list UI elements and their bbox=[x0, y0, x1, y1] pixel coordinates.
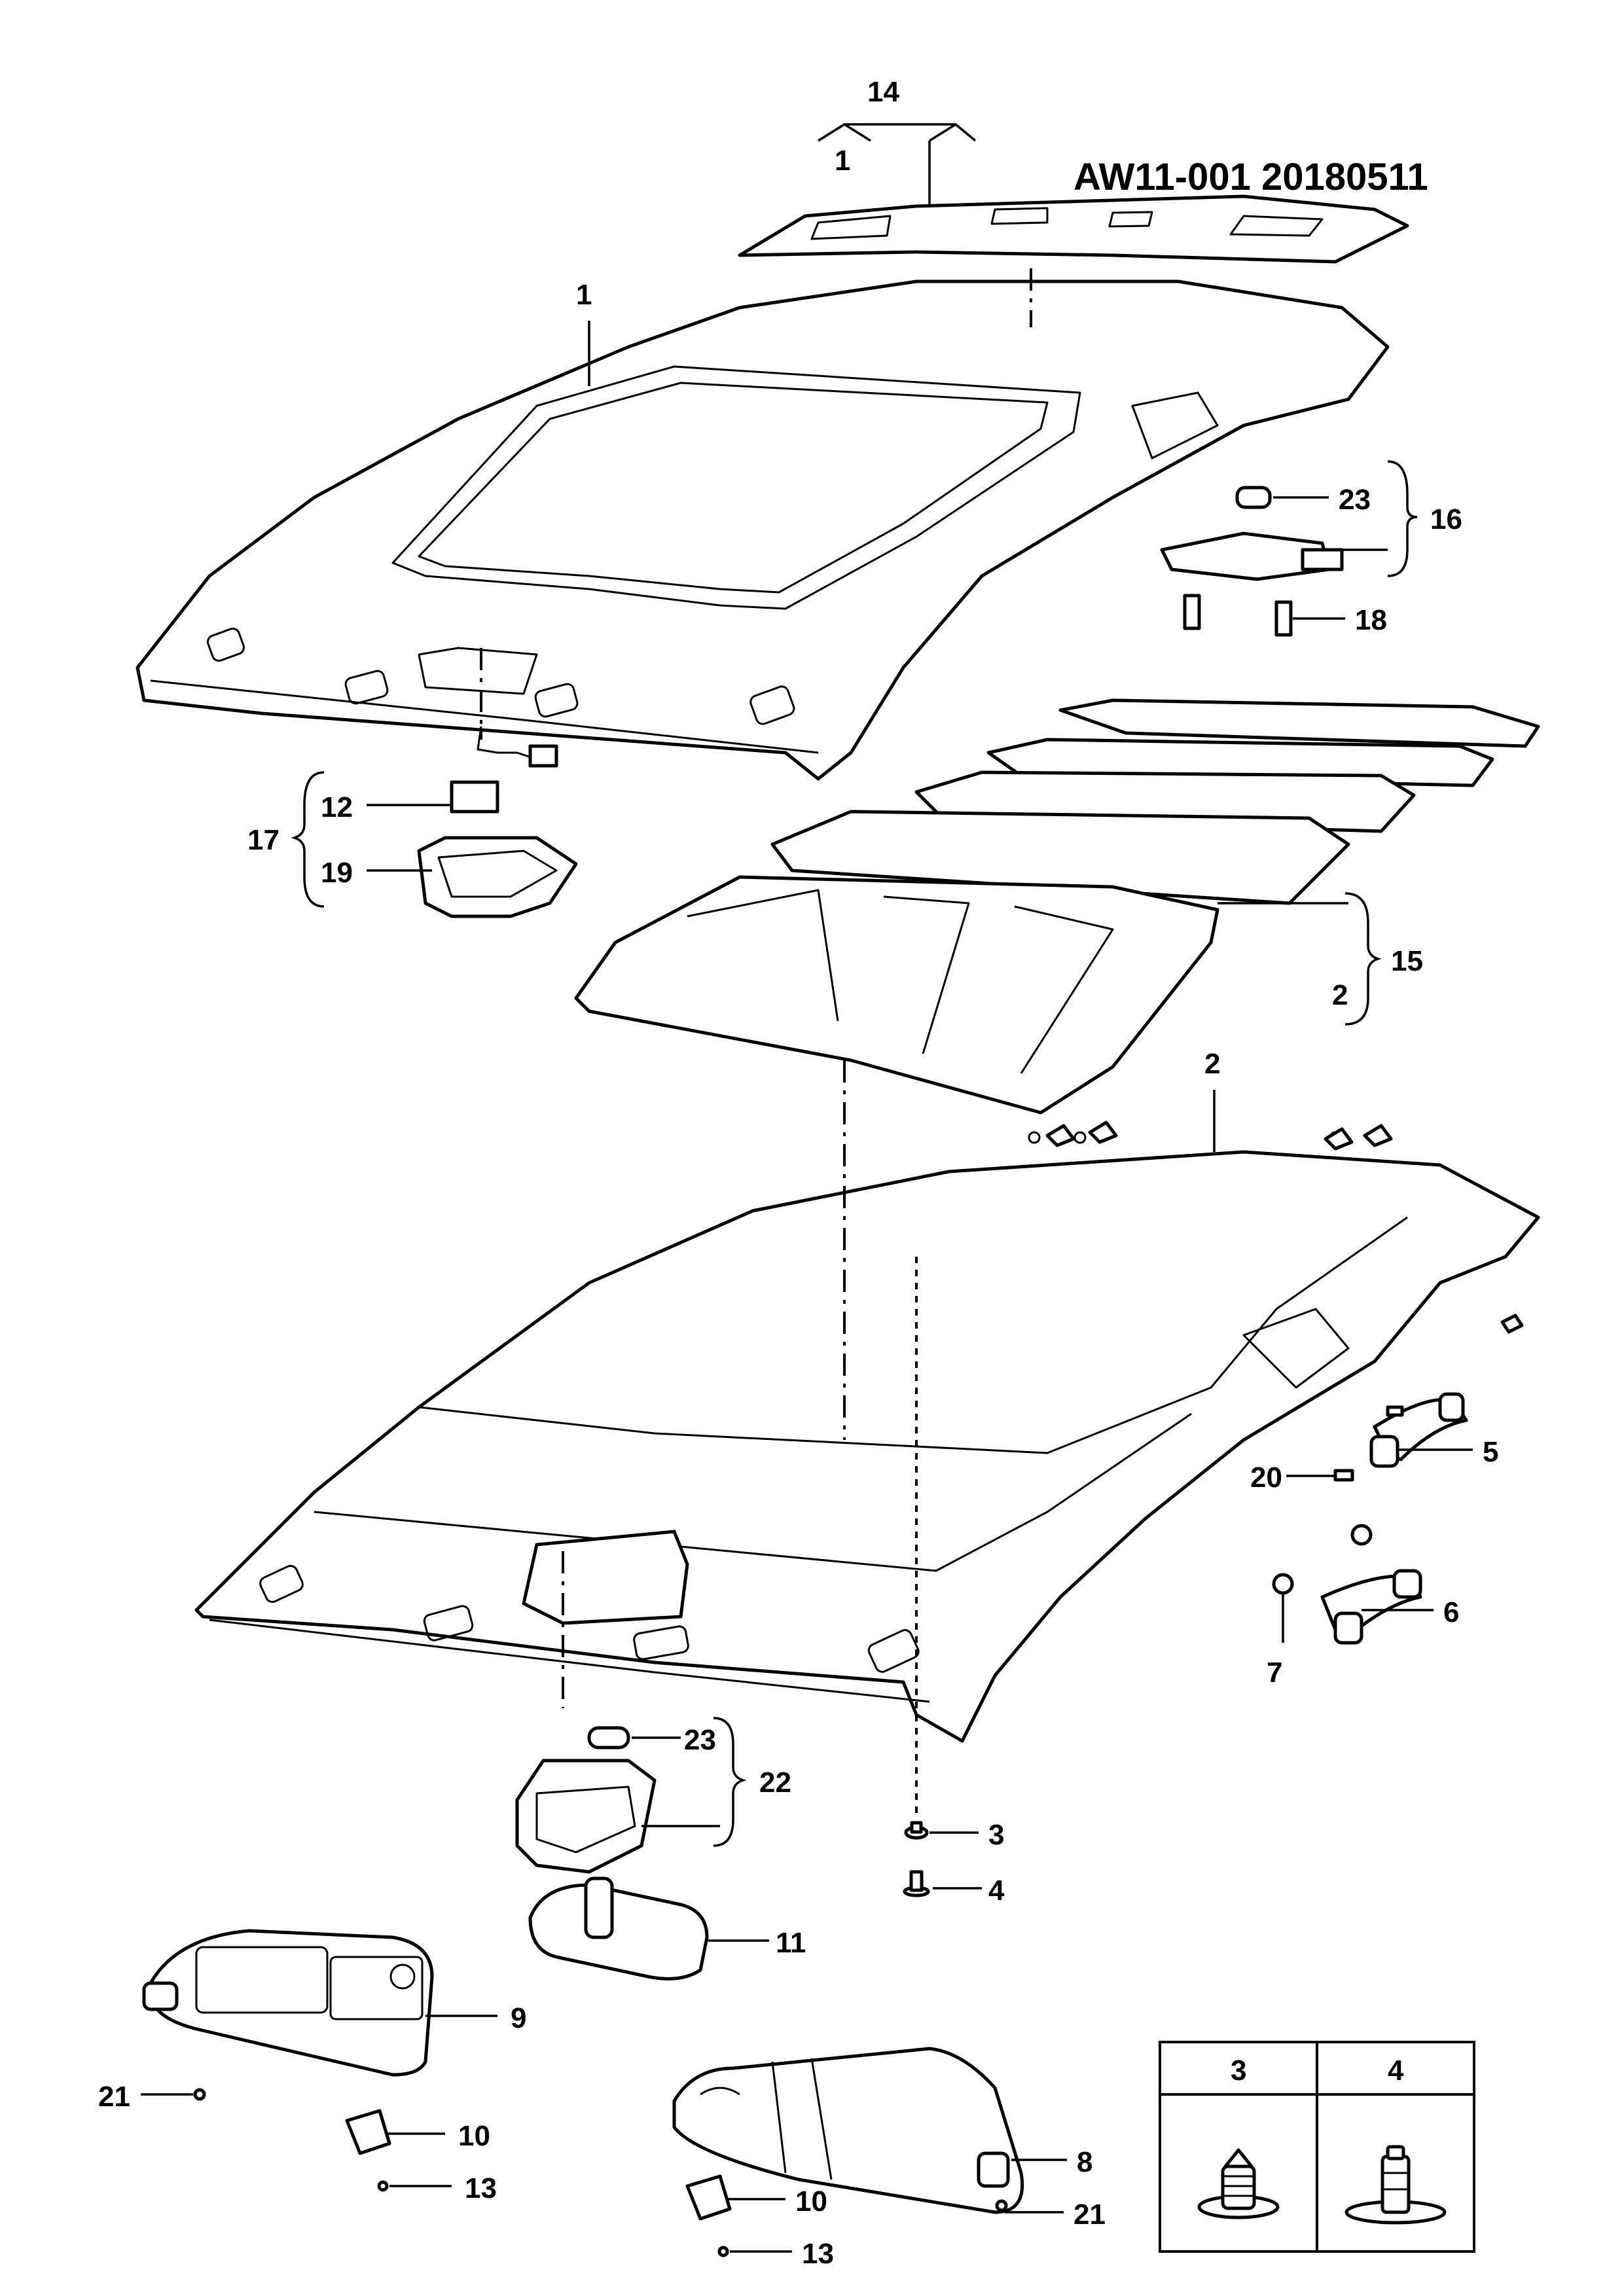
fastener-legend: 3 4 bbox=[1159, 2041, 1475, 2253]
grab-handle-6 bbox=[1320, 1524, 1422, 1645]
callout-13-right: 13 bbox=[802, 2238, 834, 2270]
bracket-16 bbox=[1387, 460, 1418, 577]
callout-22: 22 bbox=[759, 1767, 791, 1799]
headliner-2 bbox=[194, 1131, 1540, 1743]
callout-4: 4 bbox=[988, 1874, 1005, 1907]
visor-clip-10-right bbox=[685, 2174, 732, 2221]
front-dome-lamp-22 bbox=[515, 1726, 657, 1874]
cap-7 bbox=[1272, 1573, 1294, 1595]
callout-21-left: 21 bbox=[98, 2081, 130, 2113]
headliner-sunroof-1 bbox=[135, 279, 1390, 781]
visor-clip-10-left bbox=[345, 2109, 391, 2155]
callout-6: 6 bbox=[1443, 1596, 1459, 1628]
bracket-14 bbox=[818, 122, 977, 142]
grab-handle-5 bbox=[1369, 1392, 1468, 1468]
legend-header-4: 4 bbox=[1388, 2054, 1404, 2087]
callout-20: 20 bbox=[1250, 1462, 1282, 1494]
bracket-22 bbox=[713, 1717, 747, 1847]
callout-2-main: 2 bbox=[1204, 1048, 1220, 1080]
callout-23-bottom: 23 bbox=[684, 1724, 716, 1756]
callout-13-left: 13 bbox=[465, 2172, 497, 2204]
clip-fasteners-part-2 bbox=[1045, 1121, 1524, 1334]
bracket-17 bbox=[291, 771, 325, 908]
clip-3 bbox=[904, 1821, 929, 1840]
callout-16: 16 bbox=[1430, 503, 1462, 535]
sunroof-trim-15 bbox=[574, 698, 1540, 1115]
callout-1-top: 1 bbox=[835, 145, 850, 177]
callout-2-bracket: 2 bbox=[1332, 979, 1348, 1011]
callout-1-main: 1 bbox=[576, 279, 592, 311]
callout-10-left: 10 bbox=[458, 2120, 490, 2152]
legend-clip-3-icon bbox=[1197, 2148, 1280, 2219]
rear-dome-lamp-16 bbox=[1160, 486, 1344, 637]
callout-5: 5 bbox=[1483, 1436, 1498, 1468]
clip-4 bbox=[903, 1870, 930, 1897]
callout-19: 19 bbox=[321, 857, 353, 889]
screw-13-left bbox=[377, 2180, 389, 2192]
callout-15: 15 bbox=[1391, 945, 1423, 977]
sun-visor-8 bbox=[672, 2047, 1024, 2214]
callout-9: 9 bbox=[511, 2002, 526, 2034]
callout-7: 7 bbox=[1267, 1657, 1282, 1689]
callout-17: 17 bbox=[247, 824, 280, 856]
callout-21-right: 21 bbox=[1074, 2198, 1106, 2231]
screw-13-right bbox=[717, 2246, 729, 2257]
bracket-15 bbox=[1344, 892, 1382, 1026]
rearview-mirror-11 bbox=[528, 1876, 709, 1981]
roof-panel-14 bbox=[738, 194, 1409, 264]
callout-14: 14 bbox=[867, 76, 899, 108]
diagram-id: AW11-001 20180511 bbox=[1074, 156, 1428, 198]
screw-20 bbox=[1333, 1469, 1354, 1482]
front-dome-lamp-17 bbox=[417, 726, 578, 918]
callout-10-right: 10 bbox=[795, 2185, 827, 2217]
callout-18: 18 bbox=[1355, 604, 1387, 636]
callout-12: 12 bbox=[321, 791, 353, 823]
callout-3: 3 bbox=[988, 1819, 1004, 1851]
legend-clip-4-icon bbox=[1344, 2145, 1447, 2225]
callout-23-top: 23 bbox=[1339, 484, 1371, 516]
callout-11: 11 bbox=[776, 1927, 806, 1959]
legend-header-3: 3 bbox=[1231, 2054, 1246, 2087]
sun-visor-9 bbox=[142, 1929, 434, 2101]
callout-8: 8 bbox=[1077, 2146, 1092, 2178]
